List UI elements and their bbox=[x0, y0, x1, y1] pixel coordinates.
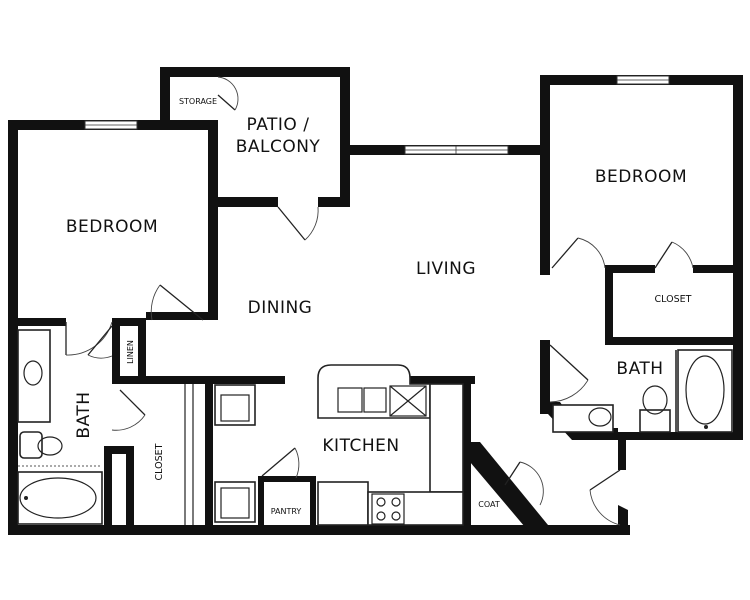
closet-shelves bbox=[184, 384, 194, 525]
label-bath-right: BATH bbox=[616, 359, 663, 379]
walls bbox=[8, 67, 743, 535]
room-labels: STORAGE PATIO / BALCONY BEDROOM BEDROOM … bbox=[66, 97, 692, 516]
label-bath-left: BATH bbox=[74, 391, 94, 438]
label-storage: STORAGE bbox=[179, 97, 217, 106]
kitchen-counters bbox=[317, 364, 464, 526]
label-patio-line1: PATIO / bbox=[247, 115, 310, 135]
label-closet-left: CLOSET bbox=[154, 443, 165, 480]
right-bath-fixtures bbox=[552, 349, 733, 433]
label-linen: LINEN bbox=[126, 340, 135, 364]
doors bbox=[65, 76, 694, 526]
label-bedroom-left: BEDROOM bbox=[66, 217, 158, 237]
label-coat: COAT bbox=[478, 500, 500, 509]
label-dining: DINING bbox=[248, 298, 313, 318]
label-closet-right: CLOSET bbox=[655, 294, 692, 305]
label-bedroom-right: BEDROOM bbox=[595, 167, 687, 187]
label-patio-line2: BALCONY bbox=[236, 137, 321, 157]
label-living: LIVING bbox=[416, 259, 476, 279]
label-kitchen: KITCHEN bbox=[322, 436, 399, 456]
left-bath-fixtures bbox=[17, 329, 103, 525]
label-pantry: PANTRY bbox=[271, 507, 302, 516]
laundry-appliances bbox=[214, 384, 256, 523]
windows bbox=[84, 75, 670, 155]
